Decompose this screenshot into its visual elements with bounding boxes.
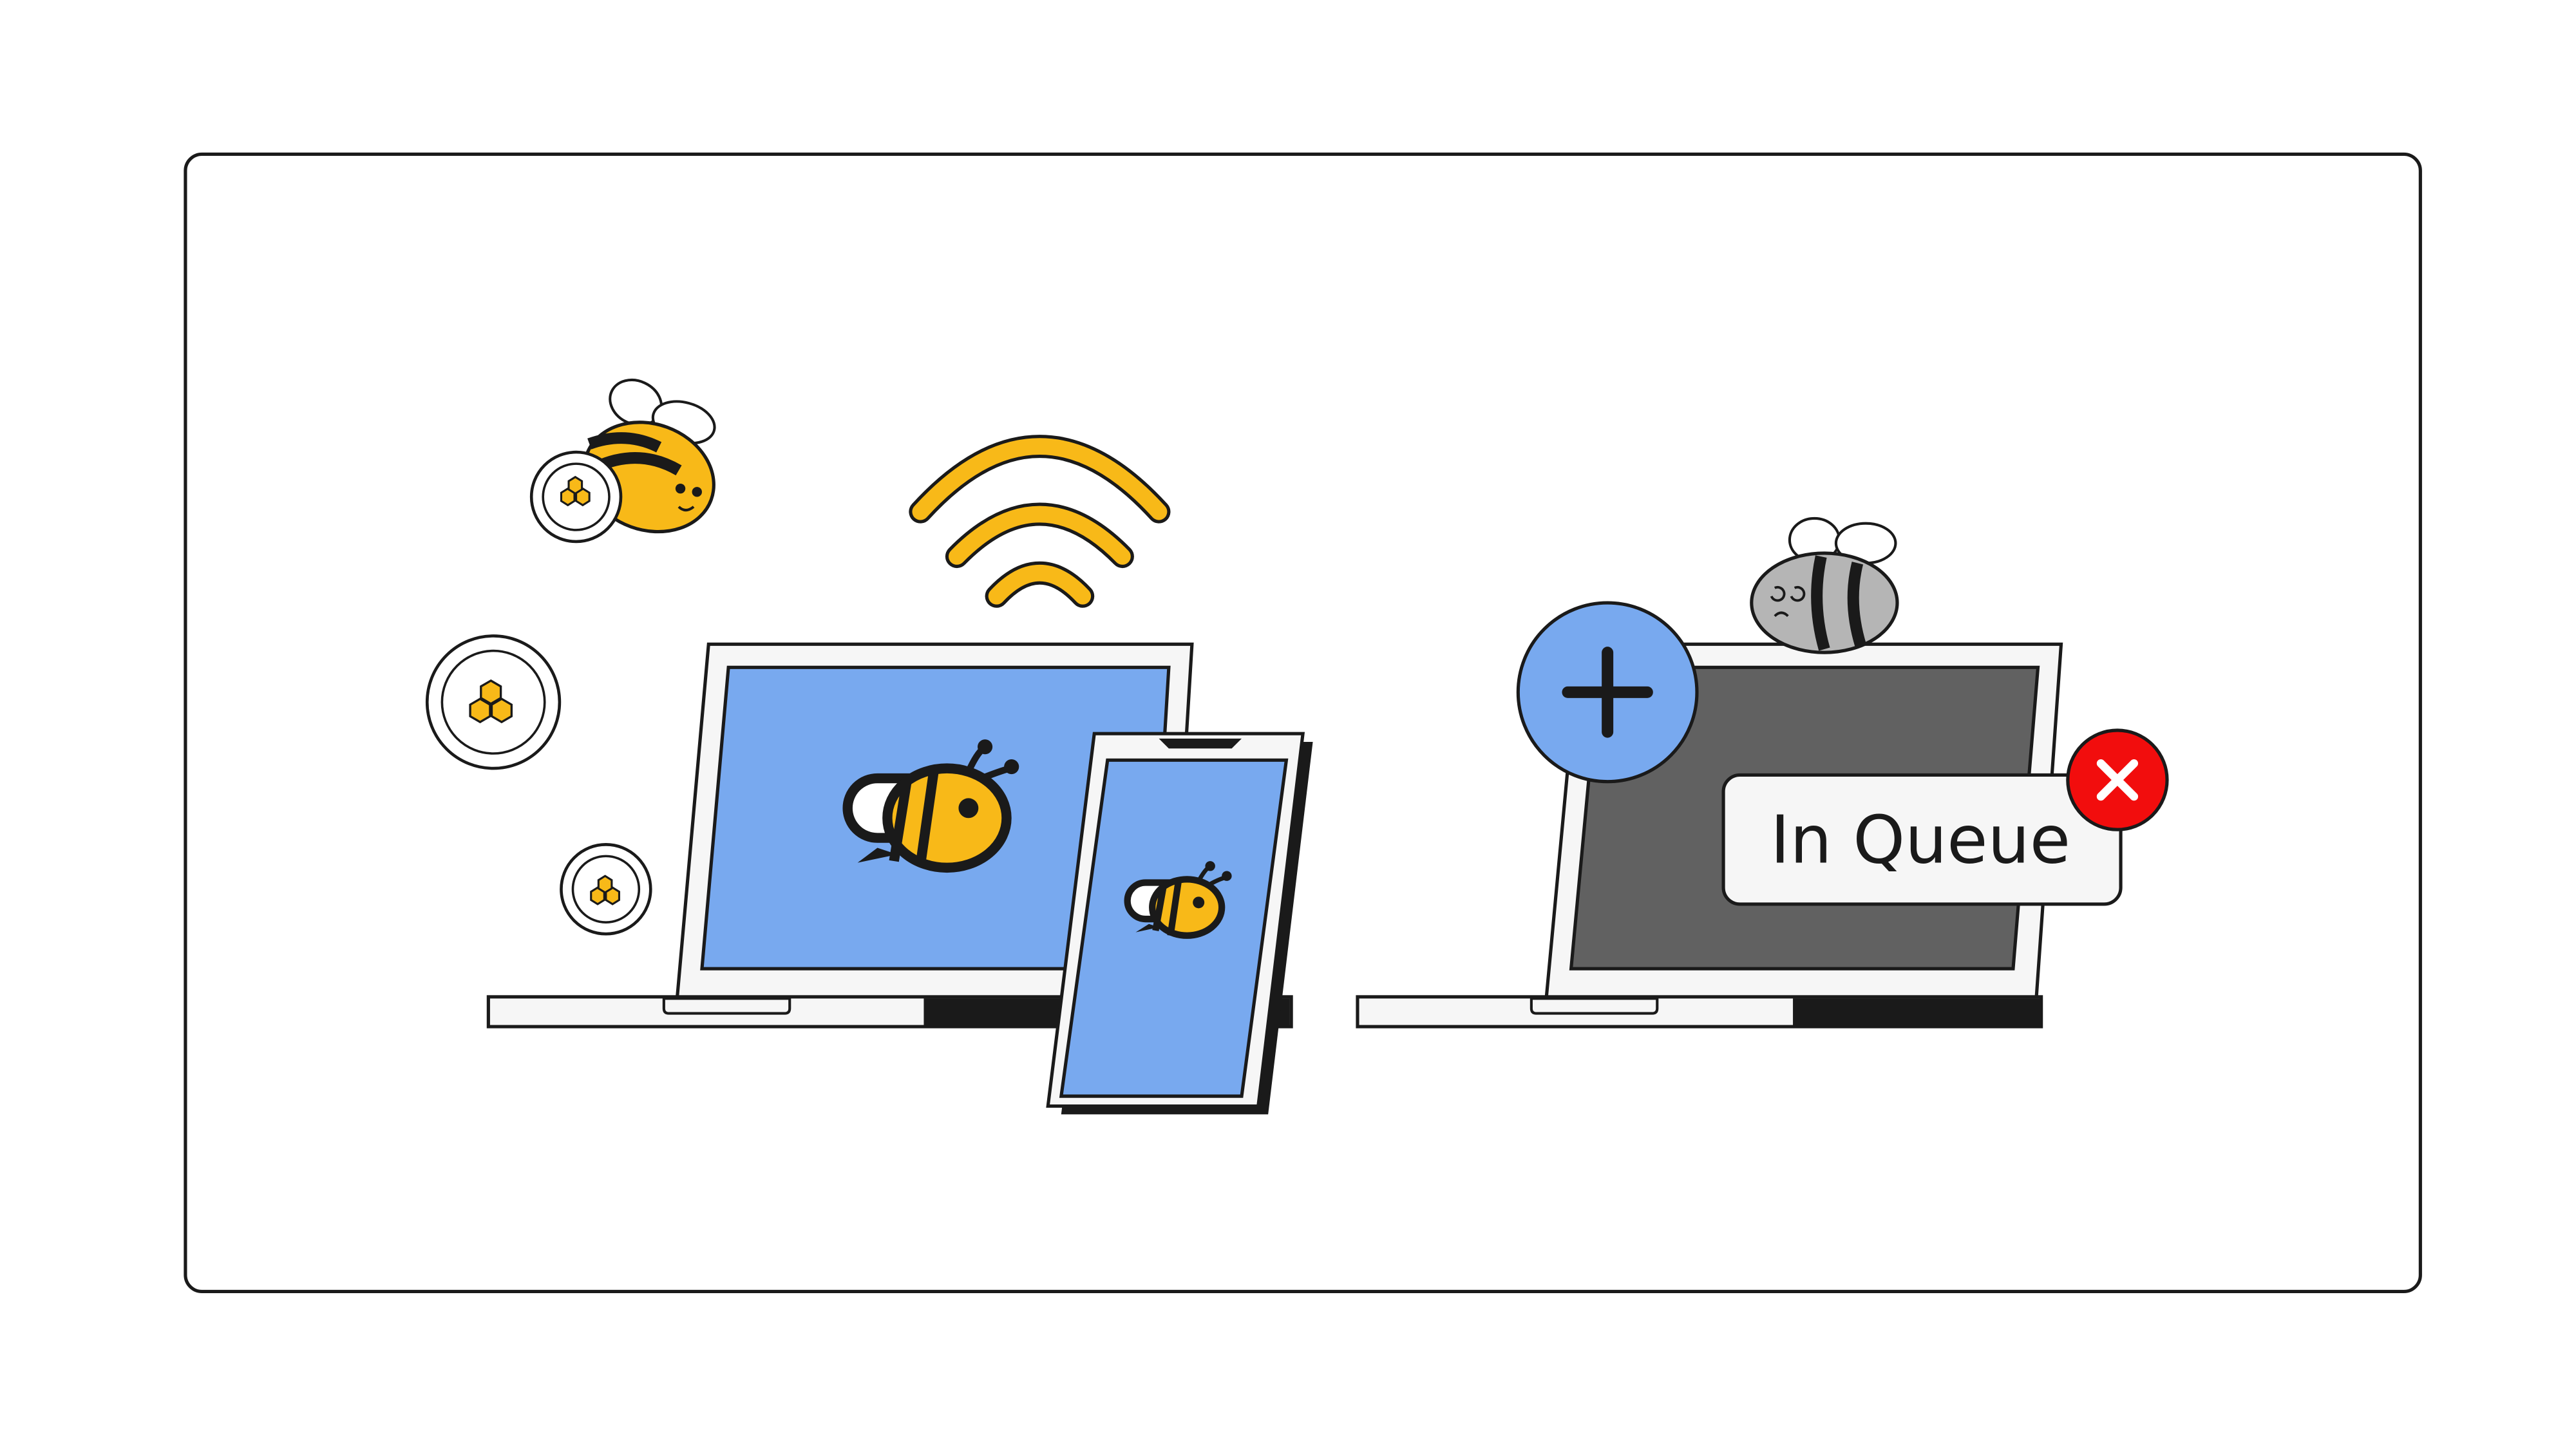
bee-logo-icon: [842, 739, 1019, 873]
plus-icon: [1516, 601, 1699, 784]
left-group: [425, 379, 1313, 1115]
sleepy-bee-icon: [1750, 516, 1899, 654]
close-icon: [2066, 728, 2169, 831]
honeycomb-coin-icon: [529, 450, 623, 544]
wifi-signal-icon: [909, 435, 1171, 608]
status-badge-label: In Queue: [1770, 802, 2070, 879]
bee-logo-icon: [1124, 861, 1232, 939]
honeycomb-coin-icon: [425, 634, 562, 770]
smartphone-icon: [1046, 732, 1313, 1115]
status-badge: In Queue: [1721, 773, 2123, 906]
right-group: In Queue: [1356, 516, 2169, 1028]
honeycomb-coin-icon: [560, 843, 652, 936]
